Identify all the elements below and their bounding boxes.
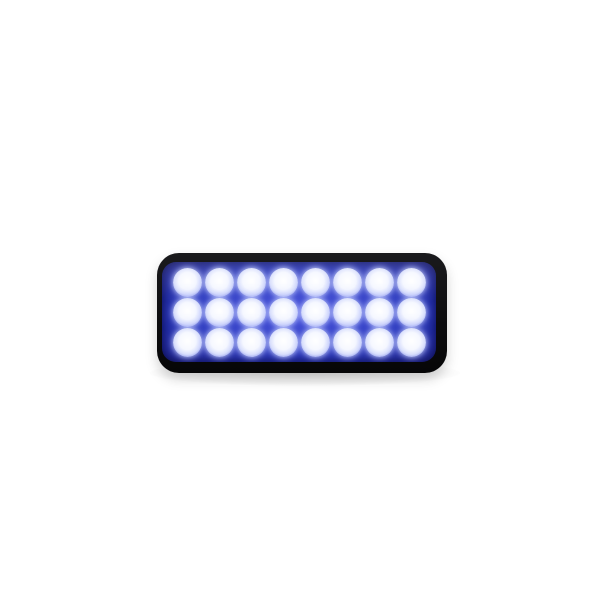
led-emitter [300, 328, 330, 357]
led-emitter [204, 328, 234, 357]
led-emitter [172, 268, 202, 297]
led-emitter [204, 298, 234, 327]
led-emitter [396, 328, 426, 357]
led-emitter [332, 268, 362, 297]
led-emitter [364, 298, 394, 327]
led-emitter [396, 298, 426, 327]
led-emitter [332, 298, 362, 327]
led-emitter [236, 328, 266, 357]
led-emitter [172, 298, 202, 327]
led-emitter [236, 268, 266, 297]
led-emitter [268, 268, 298, 297]
led-emitter [300, 298, 330, 327]
light-lens [162, 262, 436, 362]
led-emitter [332, 328, 362, 357]
led-emitter [300, 268, 330, 297]
led-emitter [236, 298, 266, 327]
led-emitter [364, 328, 394, 357]
led-emitter [268, 298, 298, 327]
led-emitter [172, 328, 202, 357]
led-emitter [396, 268, 426, 297]
led-emitter [268, 328, 298, 357]
led-grid [172, 268, 426, 357]
led-emitter [204, 268, 234, 297]
led-emitter [364, 268, 394, 297]
